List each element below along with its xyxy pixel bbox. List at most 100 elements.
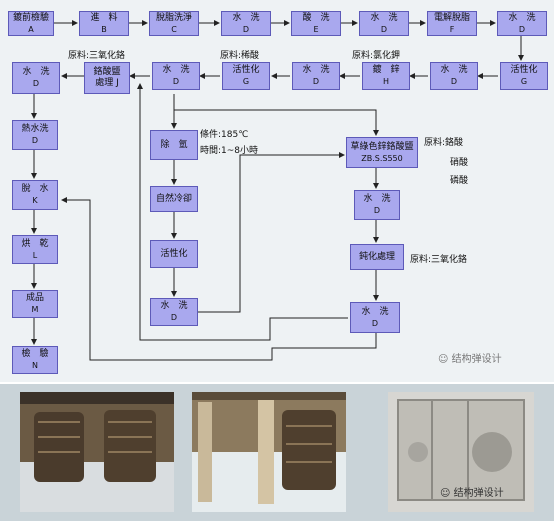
photo-plating-barrels-1 [20,392,174,512]
step-label: 草綠色鋅鉻酸鹽 [350,141,414,152]
watermark-text: 结构弹设计 [451,354,502,365]
step-label: 活性化 [510,65,538,75]
step-label: 水 洗 [370,12,398,23]
step-code: D [371,318,379,328]
step-activation-1: 活性化 G [500,62,548,90]
step-label: 活性化 [232,65,260,75]
step-code: ZB.S.S550 [361,153,403,163]
step-rinse-8: 水 洗 D [150,298,198,326]
step-code: F [449,24,455,34]
step-label: 水 洗 [232,12,260,23]
step-code: D [32,79,40,88]
step-label: 酸 洗 [302,12,330,23]
note-phosphoric-acid: 磷酸 [450,176,469,186]
step-label: 電解脫脂 [433,12,470,23]
step-code: C [171,24,177,34]
step-code: M [31,305,39,314]
step-code: B [101,24,107,34]
step-rinse-9: 水 洗 D [354,190,400,220]
connector-lines [31,20,524,361]
step-label: 檢 驗 [21,349,49,359]
step-code: N [32,361,38,370]
step-label: 水 洗 [508,12,536,23]
step-code: L [32,250,38,260]
photo-plating-tank [388,392,534,512]
step-inspection: 檢 驗 N [12,346,58,374]
note-chromic-acid: 原料:鉻酸 [424,138,464,148]
step-code: D [31,136,39,145]
step-code: G [242,77,250,86]
wechat-icon: ☺ [440,488,451,499]
note-condition: 條件:185℃ [200,130,249,140]
watermark-photos: ☺ 结构弹设计 [440,484,504,499]
note-chromium-trioxide-1: 原料:三氧化鉻 [68,51,126,61]
step-label: 脫脂洗淨 [155,12,192,23]
step-hot-rinse: 熱水洗 D [12,120,58,150]
step-code: H [382,77,389,86]
step-natural-cooling: 自然冷卻 [150,186,198,212]
step-code: G [520,77,528,86]
step-label: 水 洗 [363,194,391,204]
step-zinc-plating: 鍍 鋅 H [362,62,410,90]
step-rinse-4: 水 洗 D [430,62,478,90]
step-chromate-treatment: 鉻酸鹽 處理 J [84,62,130,94]
step-label: 鉻酸鹽 處理 J [93,67,121,88]
step-code: D [170,313,178,322]
step-label: 鍍 鋅 [372,65,400,75]
step-label: 自然冷卻 [155,193,192,204]
step-label: 烘 乾 [21,238,49,249]
step-label: 熱水洗 [21,124,49,134]
step-code: K [32,196,38,205]
step-label: 水 洗 [361,306,389,317]
step-code: D [312,77,320,86]
note-nitric-acid: 硝酸 [450,158,469,168]
photo-plating-barrels-2 [192,392,346,512]
step-code: E [313,24,319,34]
step-rinse-5: 水 洗 D [292,62,340,90]
step-finished-product: 成品 M [12,290,58,318]
step-passivation: 鈍化處理 [350,244,404,270]
plating-photos-strip: ☺ 结构弹设计 [0,384,554,521]
step-activation-3: 活性化 [150,240,198,268]
wechat-icon: ☺ [438,354,449,365]
step-label: 鍍前檢驗 [12,12,49,23]
step-code: D [242,24,250,34]
step-label: 水 洗 [440,65,468,75]
step-code: D [373,206,381,215]
step-activation-2: 活性化 G [222,62,270,90]
step-label: 除 氫 [160,139,188,150]
step-code: D [450,77,458,86]
step-code: D [380,24,388,34]
step-label: 脫 水 [21,184,49,194]
step-label: 水 洗 [302,65,330,75]
step-label: 成品 [25,293,44,303]
step-label: 水 洗 [160,301,188,311]
step-label: 進 料 [90,12,118,23]
step-label: 鈍化處理 [358,251,395,262]
step-rinse-7: 水 洗 D [12,62,60,94]
step-rinse-6: 水 洗 D [152,62,200,90]
step-label: 水 洗 [162,65,190,75]
watermark-flow: ☺ 结构弹设计 [438,350,502,365]
watermark-text: 结构弹设计 [453,488,504,499]
step-code: A [28,24,34,34]
step-dewater: 脫 水 K [12,180,58,210]
note-chromium-trioxide-2: 原料:三氧化鉻 [410,255,468,265]
note-zinc-chloride: 原料:氯化鉀 [352,51,401,61]
step-code: D [172,77,180,86]
step-label: 水 洗 [22,67,50,77]
note-dilute-acid: 原料:稀酸 [220,51,260,61]
step-label: 活性化 [160,248,188,259]
